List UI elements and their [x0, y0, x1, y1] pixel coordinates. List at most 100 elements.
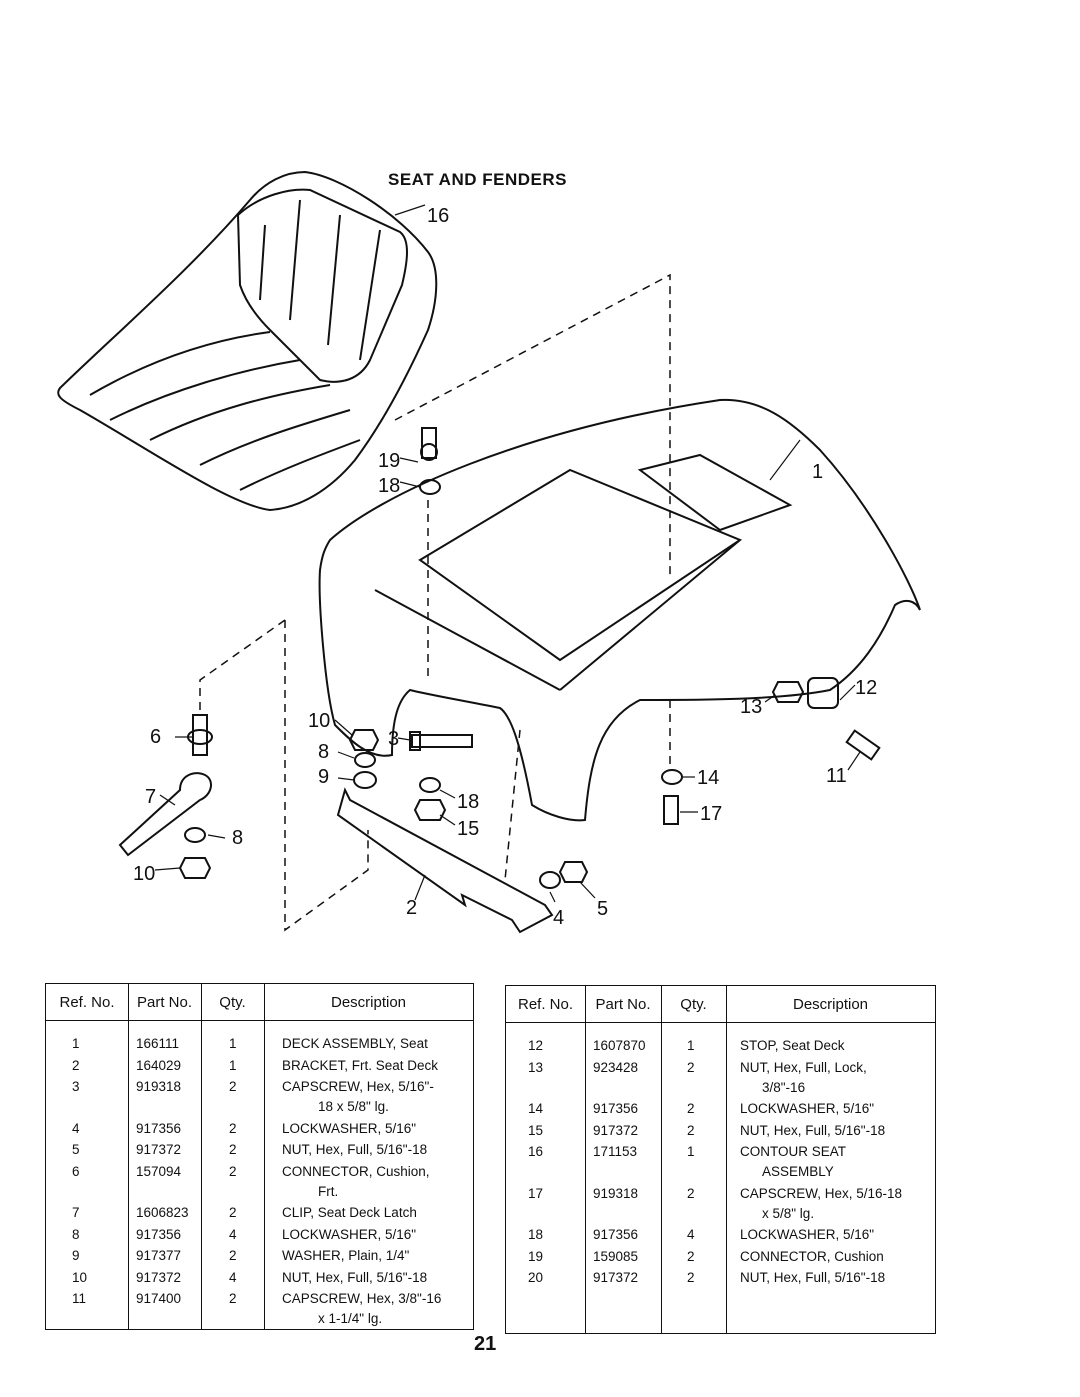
description-line: WASHER, Plain, 1/4" — [282, 1248, 410, 1263]
qty-cell: 2 — [687, 1122, 695, 1138]
description-line: CLIP, Seat Deck Latch — [282, 1205, 417, 1220]
qty-cell: 2 — [687, 1101, 695, 1116]
description-line: CONNECTOR, Cushion — [740, 1248, 884, 1264]
header-qty: Qty. — [201, 984, 264, 1021]
qty-cell: 4 — [229, 1226, 237, 1242]
nut-5-drawing — [558, 861, 589, 883]
header-ref-no: Ref. No. — [506, 986, 585, 1023]
callout-labels: 16 1 19 18 12 13 11 6 10 3 8 9 7 8 10 14… — [133, 205, 877, 929]
ref-no-cell: 6 — [72, 1163, 80, 1179]
washer-9-drawing — [353, 771, 377, 789]
description-line: NUT, Hex, Full, 5/16"-18 — [282, 1142, 428, 1157]
lockwasher-18-top-drawing — [419, 479, 441, 495]
ref-no-cell: 5 — [72, 1142, 80, 1157]
nut-10-upper-drawing — [348, 729, 380, 751]
part-no-cell: 919318 — [593, 1185, 639, 1201]
description-line: DECK ASSEMBLY, Seat — [282, 1036, 428, 1051]
description-line: CAPSCREW, Hex, 3/8"-16 — [282, 1291, 442, 1306]
lockwasher-18-lower-drawing — [419, 777, 441, 793]
nut-15-drawing — [413, 799, 447, 821]
description-line: BRACKET, Frt. Seat Deck — [282, 1057, 439, 1073]
capscrew-17-drawing — [663, 795, 679, 825]
qty-cell: 1 — [229, 1057, 237, 1073]
description-line: STOP, Seat Deck — [740, 1038, 845, 1053]
callout-13: 13 — [740, 696, 762, 718]
lockwasher-14-drawing — [661, 769, 683, 785]
page-number: 21 — [474, 1333, 497, 1355]
callout-16: 16 — [427, 205, 449, 227]
ref-no-cell: 1 — [72, 1036, 80, 1051]
part-no-cell: 166111 — [136, 1036, 180, 1051]
description-line: CONNECTOR, Cushion, — [282, 1163, 430, 1179]
part-no-cell: 923428 — [593, 1059, 639, 1075]
header-part-no: Part No. — [585, 986, 661, 1023]
part-no-cell: 917377 — [136, 1248, 182, 1263]
stop-12-drawing — [807, 677, 839, 709]
description-line: x 1-1/4" lg. — [318, 1311, 383, 1326]
description-line: CONTOUR SEAT — [740, 1144, 847, 1159]
qty-cell: 2 — [229, 1163, 237, 1179]
description-line: LOCKWASHER, 5/16" — [740, 1227, 875, 1242]
callout-2: 2 — [406, 897, 417, 919]
description-line: CAPSCREW, Hex, 5/16"- — [282, 1079, 434, 1094]
seat-deck-drawing — [318, 398, 921, 822]
description-line: ASSEMBLY — [762, 1164, 834, 1179]
seat-deck-latch-drawing — [118, 772, 212, 857]
callout-6: 6 — [150, 726, 161, 748]
qty-cell: 1 — [229, 1036, 237, 1051]
description-line: 3/8"-16 — [762, 1079, 806, 1095]
part-no-cell: 917372 — [136, 1269, 182, 1285]
qty-cell: 4 — [687, 1227, 695, 1242]
ref-no-cell: 18 — [528, 1227, 544, 1242]
description-line: LOCKWASHER, 5/16" — [282, 1226, 417, 1242]
header-description: Description — [726, 986, 935, 1023]
table-row: 5 917372 2 NUT, Hex, Full, 5/16"-18 — [46, 1140, 473, 1160]
part-no-cell: 164029 — [136, 1057, 182, 1073]
description-line: CAPSCREW, Hex, 5/16-18 — [740, 1185, 903, 1201]
callout-3: 3 — [388, 728, 399, 750]
qty-cell: 2 — [229, 1120, 237, 1136]
ref-no-cell: 12 — [528, 1038, 544, 1053]
ref-no-cell: 3 — [72, 1079, 80, 1094]
header-description: Description — [264, 984, 473, 1021]
callout-19: 19 — [378, 450, 400, 472]
qty-cell: 2 — [229, 1291, 237, 1306]
callout-10-upper: 10 — [308, 710, 330, 732]
ref-no-cell: 17 — [528, 1185, 544, 1201]
qty-cell: 2 — [229, 1142, 237, 1157]
description-line: LOCKWASHER, 5/16" — [282, 1120, 417, 1136]
front-bracket-drawing — [336, 787, 554, 934]
connector-6-drawing — [187, 714, 213, 756]
qty-cell: 1 — [687, 1038, 695, 1053]
description-line: NUT, Hex, Full, Lock, — [740, 1059, 867, 1075]
description-line: NUT, Hex, Full, 5/16"-18 — [740, 1122, 886, 1138]
qty-cell: 2 — [687, 1270, 695, 1285]
lockwasher-4-drawing — [539, 871, 561, 889]
part-no-cell: 919318 — [136, 1079, 182, 1094]
part-no-cell: 157094 — [136, 1163, 182, 1179]
callout-8-upper: 8 — [318, 741, 329, 763]
qty-cell: 2 — [229, 1079, 237, 1094]
ref-no-cell: 10 — [72, 1269, 88, 1285]
callout-9: 9 — [318, 766, 329, 788]
ref-no-cell: 16 — [528, 1144, 544, 1159]
part-no-cell: 917372 — [593, 1122, 639, 1138]
part-no-cell: 917372 — [136, 1142, 182, 1157]
description-line: LOCKWASHER, 5/16" — [740, 1101, 875, 1116]
ref-no-cell: 20 — [528, 1270, 544, 1285]
part-no-cell: 917372 — [593, 1270, 639, 1285]
